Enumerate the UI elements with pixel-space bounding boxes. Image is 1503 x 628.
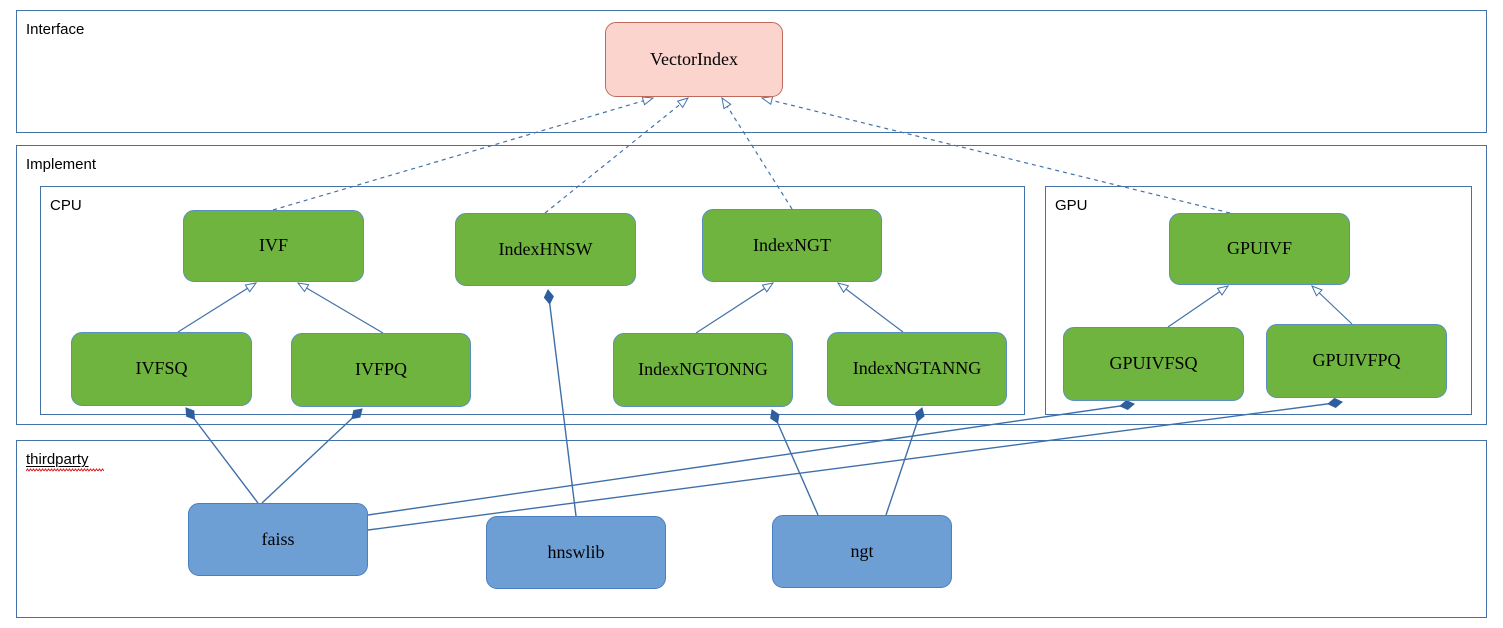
package-label-cpu: CPU: [50, 197, 82, 214]
node-indexngtanng[interactable]: IndexNGTANNG: [827, 332, 1007, 406]
node-gpuivf[interactable]: GPUIVF: [1169, 213, 1350, 285]
node-ngt[interactable]: ngt: [772, 515, 952, 588]
package-label-gpu: GPU: [1055, 197, 1088, 214]
node-gpuivfsq[interactable]: GPUIVFSQ: [1063, 327, 1244, 401]
package-label-interface: Interface: [26, 21, 85, 38]
node-indexngtonng[interactable]: IndexNGTONNG: [613, 333, 793, 407]
node-indexngt[interactable]: IndexNGT: [702, 209, 882, 282]
node-ivfpq[interactable]: IVFPQ: [291, 333, 471, 407]
node-hnswlib[interactable]: hnswlib: [486, 516, 666, 589]
node-gpuivfpq[interactable]: GPUIVFPQ: [1266, 324, 1447, 398]
node-vectorindex[interactable]: VectorIndex: [605, 22, 783, 97]
node-indexhnsw[interactable]: IndexHNSW: [455, 213, 636, 286]
node-ivf[interactable]: IVF: [183, 210, 364, 282]
node-ivfsq[interactable]: IVFSQ: [71, 332, 252, 406]
node-faiss[interactable]: faiss: [188, 503, 368, 576]
package-label-implement: Implement: [26, 156, 97, 173]
package-label-thirdparty: thirdparty: [26, 451, 89, 468]
